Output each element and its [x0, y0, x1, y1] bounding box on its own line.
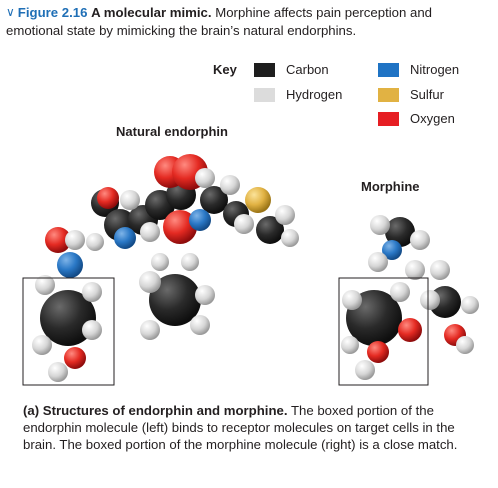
hydrogen-swatch: [254, 88, 275, 102]
sulfur-swatch: [378, 88, 399, 102]
morphine-box: [338, 277, 429, 386]
figure-label: Figure 2.16: [17, 5, 88, 20]
key-label-hydrogen: Hydrogen: [286, 87, 343, 102]
caption-prefix: (a): [23, 403, 40, 418]
caption-text: The boxed portion of the endorphin molec…: [23, 403, 458, 452]
figure-description: Morphine affects pain perception and emo…: [6, 5, 432, 38]
figure-header: ∨Figure 2.16 A molecular mimic. Morphine…: [6, 4, 492, 39]
morphine-label: Morphine: [361, 179, 420, 194]
key-label-carbon: Carbon: [286, 62, 329, 77]
morphine-molecule: [341, 215, 479, 380]
key-label-oxygen: Oxygen: [410, 111, 455, 126]
endorphin-label: Natural endorphin: [116, 124, 228, 139]
caption: (a) Structures of endorphin and morphine…: [23, 402, 483, 453]
carbon-swatch: [254, 63, 275, 77]
endorphin-molecule: [32, 154, 299, 382]
key-title: Key: [213, 62, 237, 77]
caption-title: Structures of endorphin and morphine.: [42, 403, 288, 418]
nitrogen-swatch: [378, 63, 399, 77]
figure-title: A molecular mimic.: [91, 5, 212, 20]
molecule-models: [22, 154, 479, 386]
chevron-down-icon[interactable]: ∨: [6, 5, 15, 19]
key-label-nitrogen: Nitrogen: [410, 62, 460, 77]
oxygen-swatch: [378, 112, 399, 126]
endorphin-box: [22, 277, 115, 386]
key-label-sulfur: Sulfur: [410, 87, 444, 102]
